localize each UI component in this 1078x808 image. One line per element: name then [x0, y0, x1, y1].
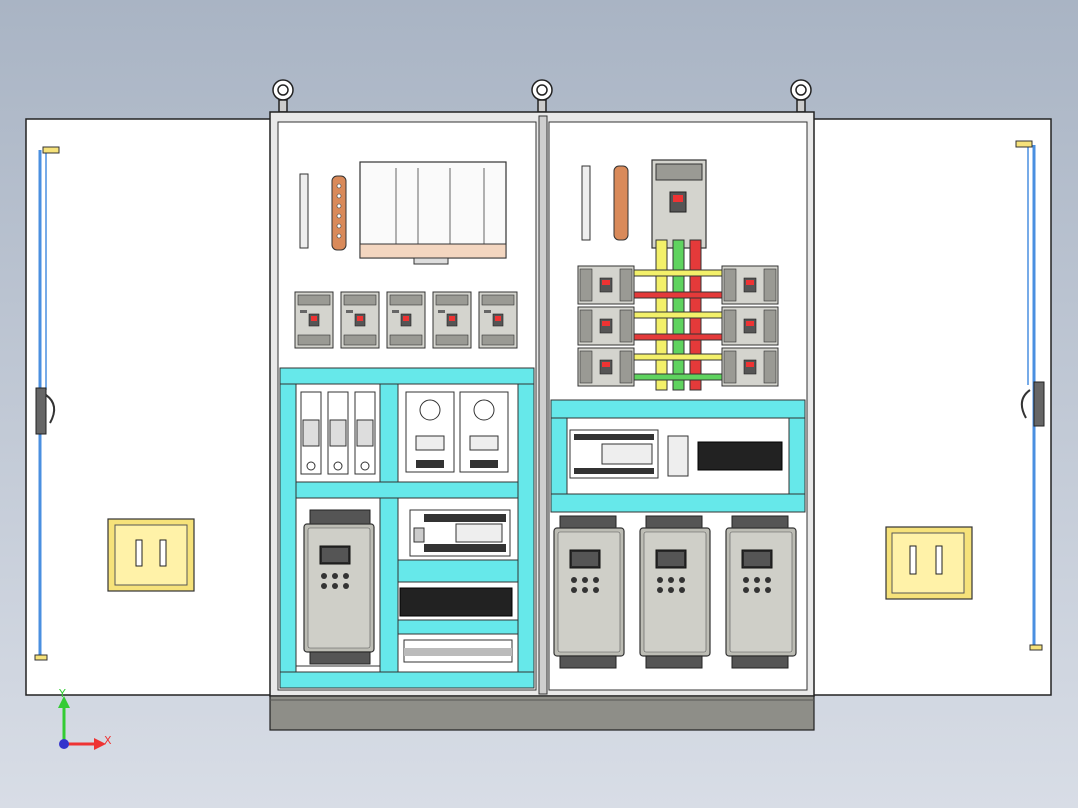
- left-door: [25, 118, 273, 696]
- door-handle-right: [885, 526, 973, 600]
- right-din-rail-frame: [550, 399, 806, 513]
- left-din-rail-frame: [279, 367, 535, 689]
- door-handle-left: [107, 518, 195, 592]
- right-plc-rack: [569, 429, 783, 479]
- left-terminal-blocks: [399, 587, 513, 663]
- y-axis-label: Y: [58, 687, 66, 700]
- lifting-eye-icon: [272, 79, 812, 113]
- left-plc-module: [409, 509, 511, 557]
- power-supply-units: [405, 391, 509, 473]
- three-phase-busbars: [631, 239, 729, 391]
- right-vfds: [553, 515, 797, 669]
- x-axis-label: X: [104, 734, 112, 747]
- right-door: [811, 118, 1052, 696]
- axis-triad-icon: X Y: [58, 687, 112, 750]
- fuse-holders: [300, 391, 376, 475]
- left-vfd: [303, 509, 375, 665]
